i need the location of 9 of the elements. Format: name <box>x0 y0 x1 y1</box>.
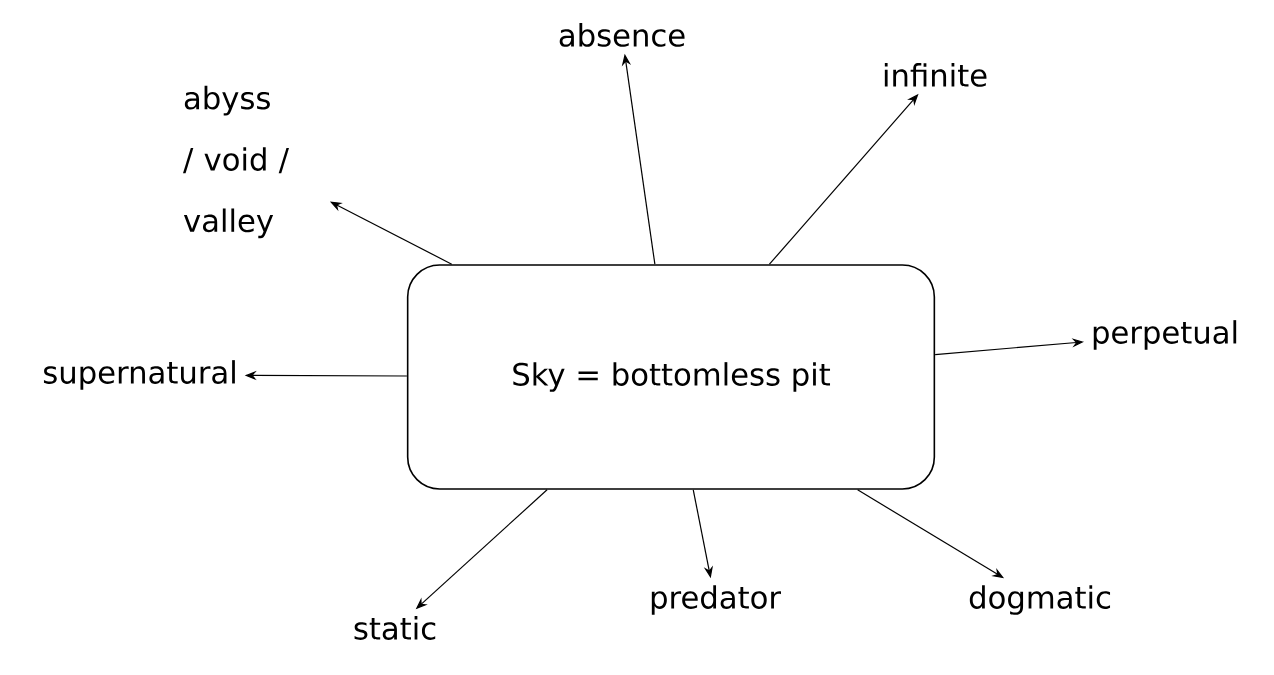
term-label: abyss / void / valley <box>183 85 289 239</box>
process-box: Sky = bottomless pit <box>406 264 936 490</box>
term-label: supernatural <box>43 360 235 390</box>
term-label: absence <box>559 23 685 47</box>
term-label: perpetual <box>1093 320 1237 350</box>
term-label: infinite <box>884 63 987 87</box>
term-label: dogmatic <box>969 585 1111 615</box>
term-label: predator <box>651 585 781 615</box>
term-label: static <box>354 616 436 640</box>
